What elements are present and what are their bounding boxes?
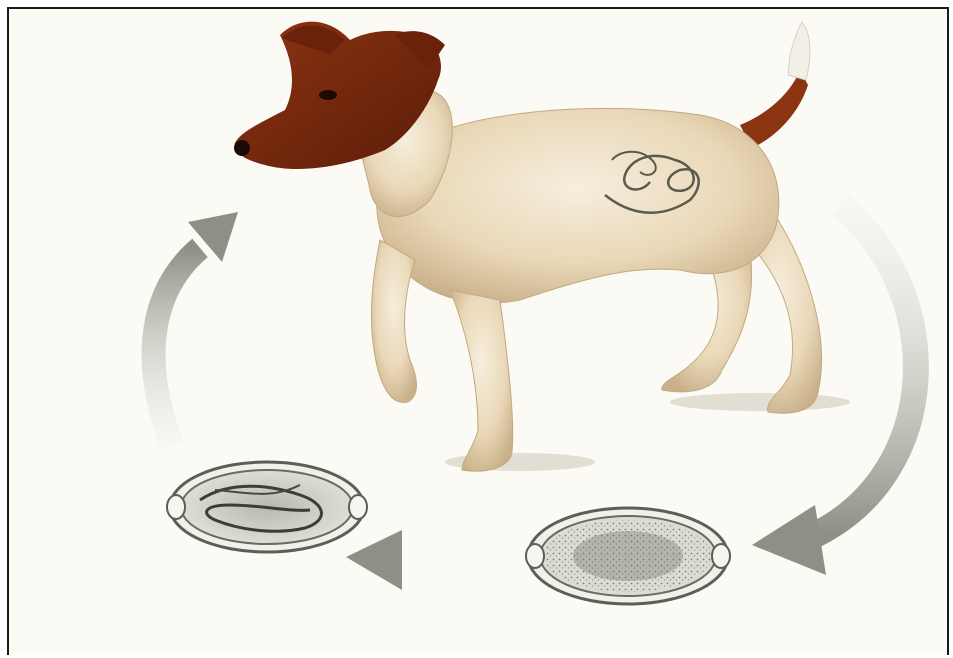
arrow-egg-to-dog — [154, 212, 238, 445]
arrow-egg-to-egg — [346, 530, 492, 590]
embryonated-egg — [167, 462, 367, 552]
unembryonated-egg — [526, 508, 730, 604]
dog-illustration — [234, 22, 850, 472]
